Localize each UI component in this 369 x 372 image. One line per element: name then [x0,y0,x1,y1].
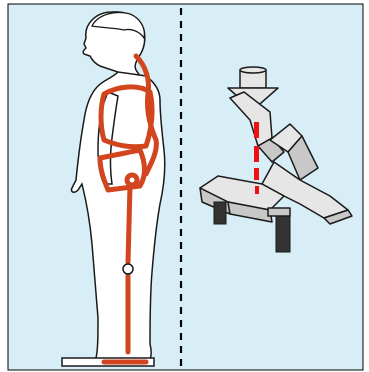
femur [128,186,130,262]
right-leg-cap [268,208,290,216]
left-leg [214,202,226,224]
knee-joint [123,264,133,274]
right-leg [276,212,290,252]
